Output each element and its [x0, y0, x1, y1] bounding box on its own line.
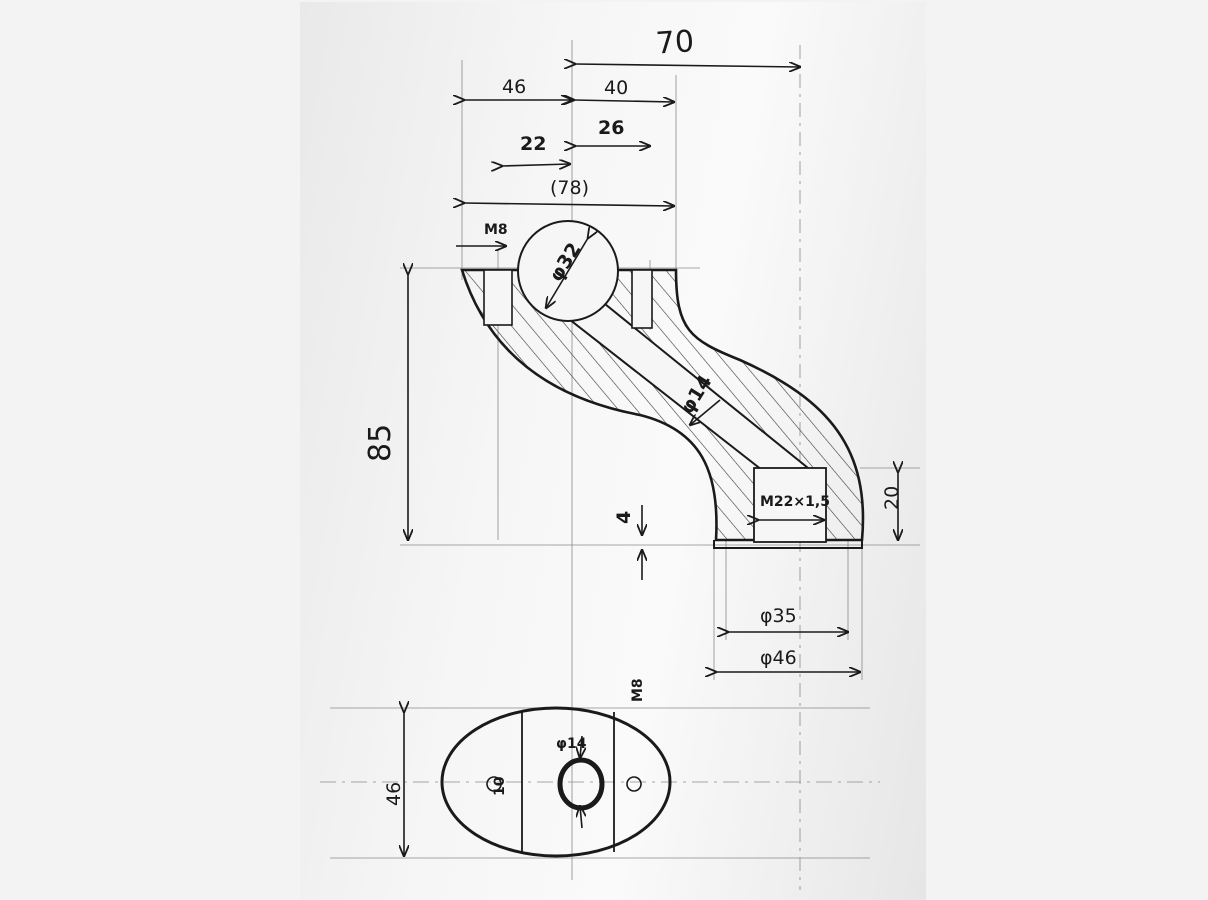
dim-outlet-thread: M22×1,5 [760, 494, 830, 510]
dim-plan-thread: M8 [630, 678, 646, 702]
thread-hole-left [483, 269, 513, 326]
technical-drawing: 70 46 40 26 22 (78) M8 φ32 φ14 85 4 M22×… [320, 24, 920, 890]
dim-plan-height: 46 [383, 782, 405, 806]
dim-thread-left: M8 [484, 222, 508, 238]
plan-outline [440, 706, 672, 858]
plan-pad-left [486, 776, 502, 792]
drawing-sheet: 70 46 40 26 22 (78) M8 φ32 φ14 85 4 M22×… [300, 2, 926, 900]
plan-hole [557, 757, 605, 811]
plan-view [440, 706, 672, 858]
plan-pad-right [626, 776, 642, 792]
dim-outlet-height: 20 [881, 486, 903, 510]
dim-outlet-outer: φ46 [760, 647, 797, 669]
dim-flange-gap: 4 [613, 511, 635, 524]
dim-plan-hole: φ14 [556, 736, 587, 752]
dim-pin-offset: 22 [520, 133, 546, 155]
dim-height: 85 [363, 424, 398, 462]
dim-plan-pad: 10 [492, 776, 508, 796]
dim-bore-offset: 26 [598, 117, 624, 139]
dim-total-ref: (78) [550, 177, 589, 199]
dimension-lines [404, 64, 898, 856]
outlet-bore [753, 467, 827, 543]
dim-left-width: 46 [502, 76, 526, 98]
dim-outlet-inner: φ35 [760, 605, 797, 627]
thread-hole-right [631, 269, 653, 329]
dim-right-width: 40 [604, 77, 628, 99]
dim-overall-width: 70 [655, 24, 696, 62]
